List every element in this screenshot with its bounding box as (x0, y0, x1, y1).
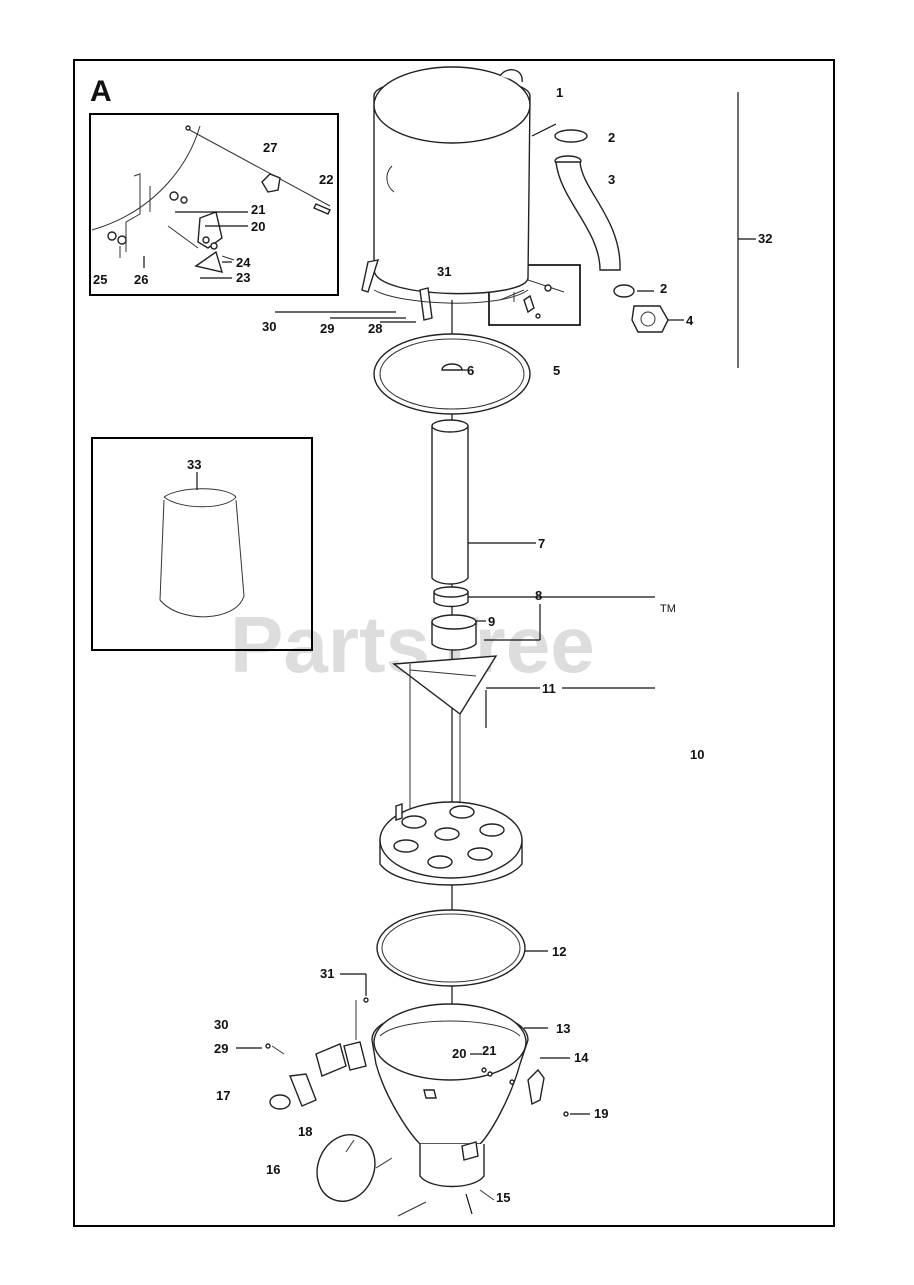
callout-31b: 31 (320, 966, 334, 981)
callout-19: 19 (594, 1106, 608, 1121)
callout-17: 17 (216, 1088, 230, 1103)
callout-15: 15 (496, 1190, 510, 1205)
callout-12: 12 (552, 944, 566, 959)
callout-6: 6 (467, 363, 474, 378)
inset-hardware-parts (91, 125, 331, 273)
callout-5: 5 (553, 363, 560, 378)
callout-21: 21 (251, 202, 265, 217)
top-leaders (275, 92, 756, 368)
callout-28: 28 (368, 321, 382, 336)
inset-hardware-box (89, 113, 339, 296)
callout-27: 27 (263, 140, 277, 155)
callout-9: 9 (488, 614, 495, 629)
cyclone-cone (392, 655, 498, 818)
callout-18: 18 (298, 1124, 312, 1139)
collection-hopper (371, 1003, 529, 1217)
filter-part (159, 472, 245, 618)
callout-21b: 21 (482, 1043, 496, 1058)
callout-26: 26 (134, 272, 148, 287)
separator-plate (379, 801, 523, 886)
callout-33: 33 (187, 457, 201, 472)
callout-29: 29 (320, 321, 334, 336)
callout-13: 13 (556, 1021, 570, 1036)
section-letter: A (90, 75, 112, 108)
diagram-frame (73, 59, 835, 1227)
callout-16: 16 (266, 1162, 280, 1177)
inset-filter-box (91, 437, 313, 651)
callout-14: 14 (574, 1050, 589, 1065)
callout-4: 4 (686, 313, 694, 328)
callout-10: 10 (690, 747, 704, 762)
lower-gasket (376, 909, 526, 987)
inset-leader-lines (143, 211, 248, 279)
callout-25: 25 (93, 272, 107, 287)
tube-rings (431, 586, 477, 651)
hose-assembly (554, 129, 669, 333)
callout-2: 2 (608, 130, 615, 145)
callout-32: 32 (758, 231, 772, 246)
leaders-8-9 (468, 596, 655, 641)
callout-30b: 30 (214, 1017, 228, 1032)
callout-24: 24 (236, 255, 251, 270)
lid-gasket (373, 333, 531, 415)
inset-small-box (488, 264, 581, 326)
callout-8: 8 (535, 588, 542, 603)
callout-30: 30 (262, 319, 276, 334)
callout-3: 3 (608, 172, 615, 187)
callout-2b: 2 (660, 281, 667, 296)
callout-7: 7 (538, 536, 545, 551)
callout-1: 1 (556, 85, 563, 100)
callout-11: 11 (542, 681, 556, 696)
callout-31: 31 (437, 264, 451, 279)
upper-drum (361, 66, 531, 321)
callout-20b: 20 (452, 1046, 466, 1061)
callout-22: 22 (319, 172, 333, 187)
center-tube (431, 419, 469, 585)
watermark-tm: TM (660, 603, 676, 615)
callout-20: 20 (251, 219, 265, 234)
side-inlet-parts (265, 997, 569, 1215)
callout-23: 23 (236, 270, 250, 285)
callout-29b: 29 (214, 1041, 228, 1056)
bottom-leaders (236, 973, 590, 1115)
